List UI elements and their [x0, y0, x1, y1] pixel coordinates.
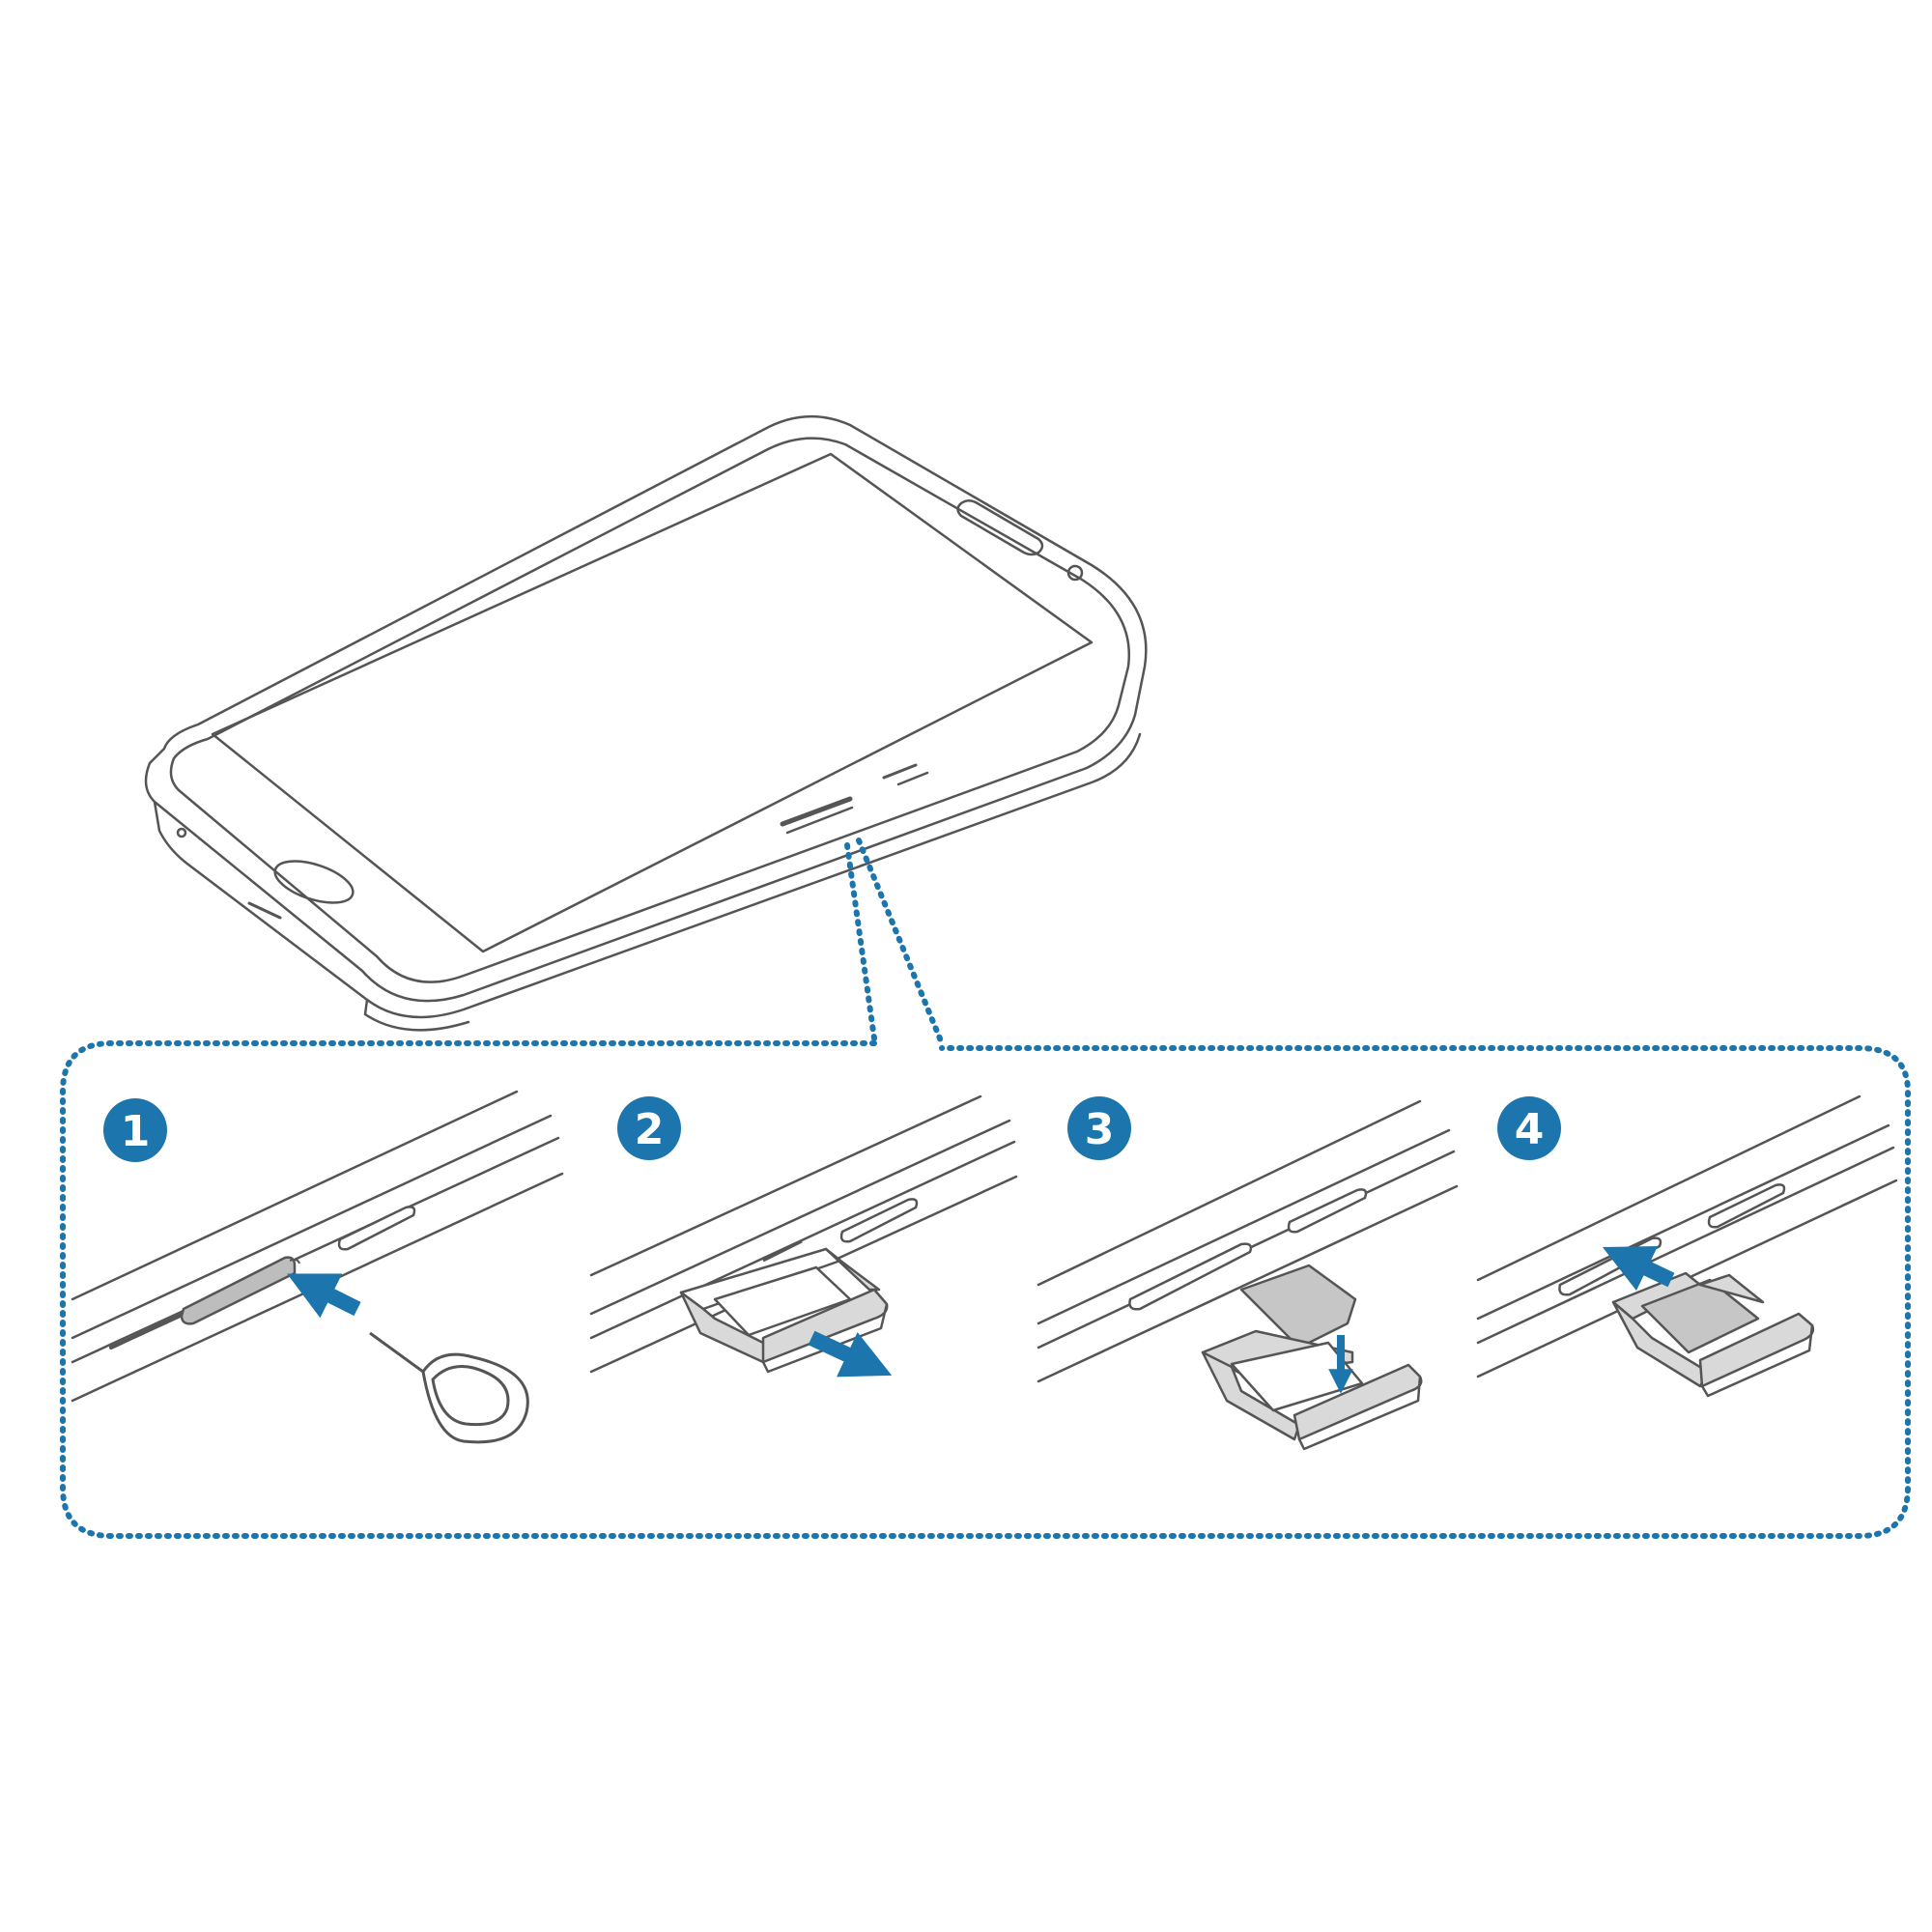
sim-tray-icon: [1201, 1329, 1423, 1451]
side-button: [337, 1206, 416, 1251]
arrow-icon: [808, 1330, 893, 1378]
step-2-number: 2: [635, 1105, 665, 1154]
step-3: 3: [1037, 1096, 1459, 1451]
pin-hole: [289, 1259, 300, 1264]
arrow-icon: [287, 1273, 361, 1319]
arrow-icon: [1602, 1245, 1675, 1292]
step-1: 1: [71, 1090, 564, 1444]
sim-tray-icon: [679, 1247, 889, 1374]
step-4-number: 4: [1515, 1105, 1545, 1154]
step-2: 2: [589, 1094, 1018, 1378]
side-button: [839, 1198, 919, 1243]
slot-opening: [1128, 1242, 1253, 1311]
slot-opening: [762, 1239, 803, 1263]
step-1-badge: 1: [103, 1098, 167, 1162]
step-1-number: 1: [121, 1107, 151, 1156]
sim-tray-slot: [180, 1256, 297, 1325]
step-4-badge: 4: [1497, 1096, 1561, 1160]
ejection-pin-icon: [369, 1331, 529, 1444]
sim-card-icon: [1640, 1278, 1760, 1354]
step-4: 4: [1476, 1094, 1898, 1398]
phone-illustration: [144, 414, 1148, 1032]
step-3-badge: 3: [1067, 1096, 1131, 1160]
phone-edge-closeup: [1476, 1094, 1898, 1378]
steps-panel-border: [60, 1040, 1911, 1539]
step-3-number: 3: [1085, 1105, 1115, 1154]
callout-connector: [844, 838, 945, 1046]
step-2-badge: 2: [617, 1096, 681, 1160]
side-button: [1287, 1188, 1368, 1234]
side-button: [1707, 1183, 1786, 1229]
phone-edge-closeup: [1037, 1099, 1459, 1383]
sim-tray-icon: [1611, 1271, 1815, 1398]
